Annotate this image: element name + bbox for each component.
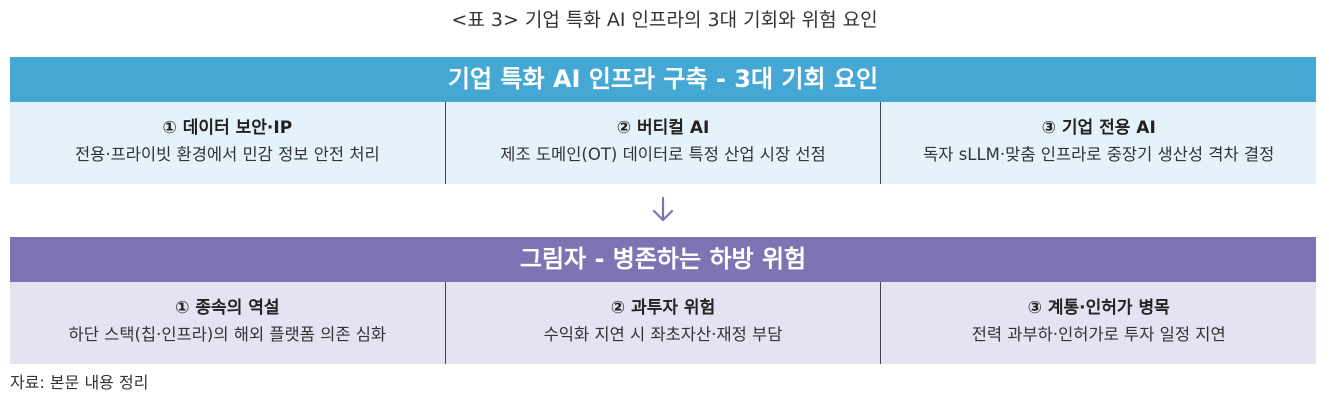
risks-section: 그림자 - 병존하는 하방 위험 ① 종속의 역설 하단 스택(칩·인프라)의 … [10,237,1316,364]
risk-title: ① 종속의 역설 [175,298,280,318]
opportunities-cells: ① 데이터 보안·IP 전용·프라이빗 환경에서 민감 정보 안전 처리 ② 버… [10,102,1316,184]
risk-desc: 전력 과부하·인허가로 투자 일정 지연 [971,325,1226,344]
risk-cell-grid-permit: ③ 계통·인허가 병목 전력 과부하·인허가로 투자 일정 지연 [880,282,1316,364]
opportunity-desc: 독자 sLLM·맞춤 인프라로 중장기 생산성 격차 결정 [923,145,1275,164]
source-note: 자료: 본문 내용 정리 [10,373,149,392]
table-title: <표 3> 기업 특화 AI 인프라의 3대 기회와 위험 요인 [451,9,878,31]
risks-cells: ① 종속의 역설 하단 스택(칩·인프라)의 해외 플랫폼 의존 심화 ② 과투… [10,282,1316,364]
opportunity-desc: 제조 도메인(OT) 데이터로 특정 산업 시장 선점 [500,145,826,164]
risks-header: 그림자 - 병존하는 하방 위험 [10,237,1316,282]
opportunity-title: ② 버티컬 AI [616,118,710,138]
opportunity-title: ① 데이터 보안·IP [162,118,293,138]
risk-cell-overinvestment: ② 과투자 위험 수익화 지연 시 좌초자산·재정 부담 [444,282,881,364]
arrow-down-icon [652,196,674,222]
risk-desc: 하단 스택(칩·인프라)의 해외 플랫폼 의존 심화 [68,325,387,344]
risk-title: ② 과투자 위험 [610,298,716,318]
opportunity-cell-vertical: ② 버티컬 AI 제조 도메인(OT) 데이터로 특정 산업 시장 선점 [444,102,881,184]
risk-desc: 수익화 지연 시 좌초자산·재정 부담 [543,325,783,344]
risk-cell-dependency: ① 종속의 역설 하단 스택(칩·인프라)의 해외 플랫폼 의존 심화 [10,282,445,364]
opportunities-section: 기업 특화 AI 인프라 구축 - 3대 기회 요인 ① 데이터 보안·IP 전… [10,57,1316,184]
risk-title: ③ 계통·인허가 병목 [1027,298,1170,318]
opportunity-cell-enterprise: ③ 기업 전용 AI 독자 sLLM·맞춤 인프라로 중장기 생산성 격차 결정 [880,102,1316,184]
opportunities-header: 기업 특화 AI 인프라 구축 - 3대 기회 요인 [10,57,1316,102]
opportunity-desc: 전용·프라이빗 환경에서 민감 정보 안전 처리 [74,145,380,164]
opportunity-cell-security: ① 데이터 보안·IP 전용·프라이빗 환경에서 민감 정보 안전 처리 [10,102,445,184]
opportunity-title: ③ 기업 전용 AI [1041,118,1156,138]
